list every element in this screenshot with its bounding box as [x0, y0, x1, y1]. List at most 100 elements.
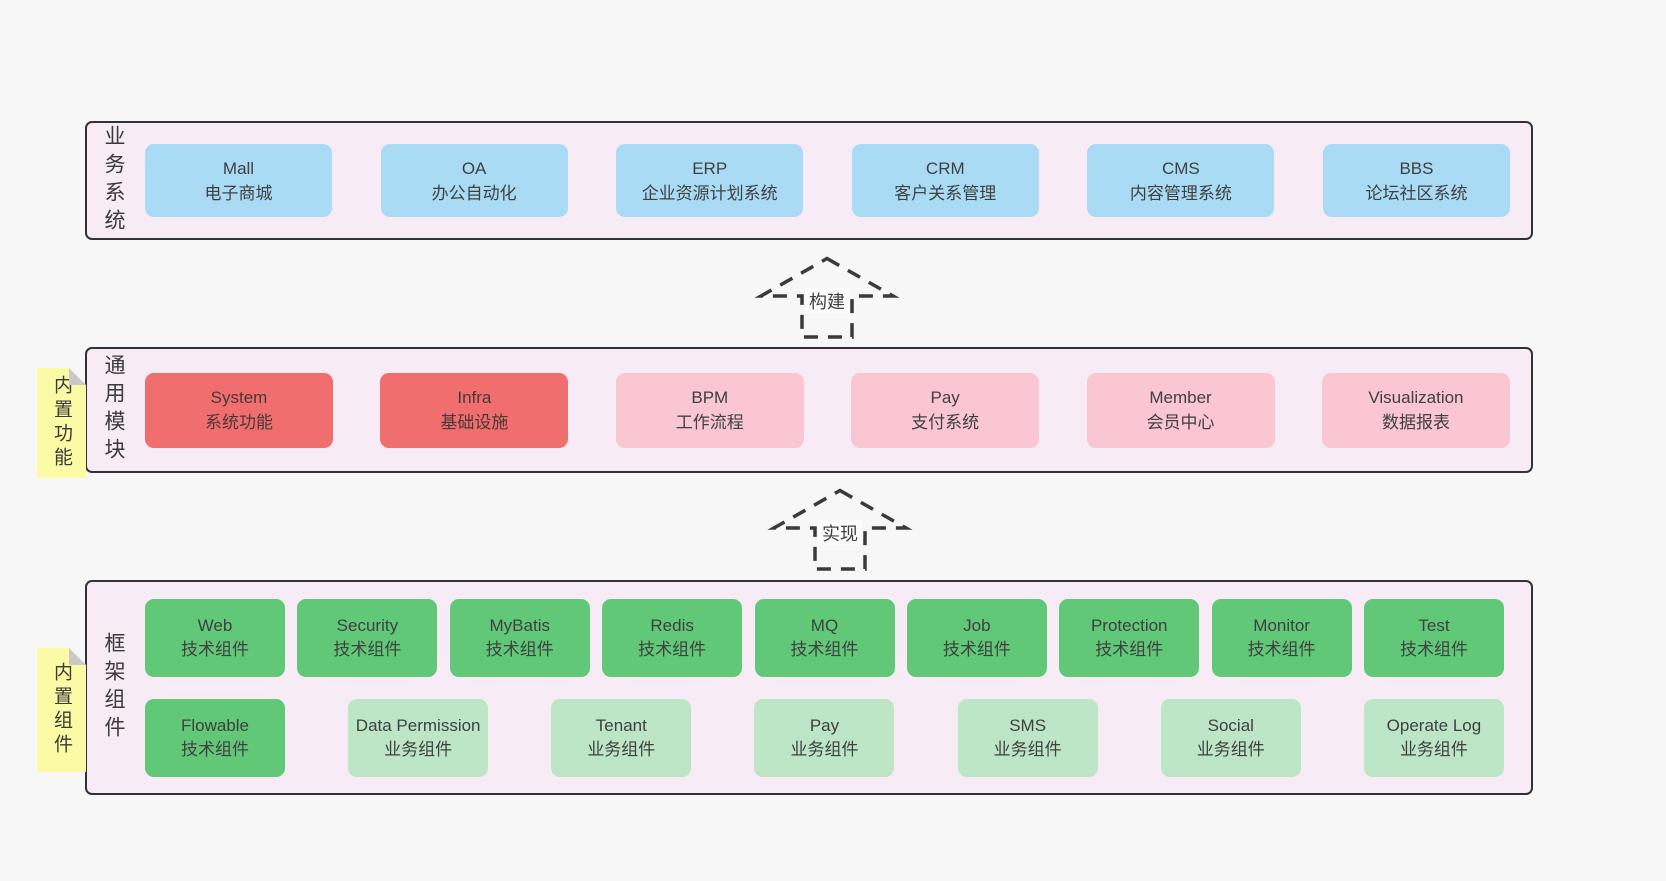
component-tile: MQ 技术组件 [754, 598, 895, 677]
tile-name: SMS [1009, 715, 1047, 735]
common-modules-tile-row: System 系统功能 Infra 基础设施 BPM 工作流程 Pay 支付系统 [145, 349, 1510, 471]
tile-desc: 技术组件 [942, 639, 1011, 659]
module-tile: CMS 内容管理系统 [1087, 144, 1275, 217]
tile-name: Protection [1090, 615, 1168, 635]
tile-name: Social [1207, 715, 1254, 735]
component-tile: Flowable 技术组件 [145, 698, 285, 777]
tile-desc: 会员中心 [1146, 413, 1215, 432]
module-tile: CRM 客户关系管理 [851, 144, 1039, 217]
component-tile: Monitor 技术组件 [1211, 598, 1352, 677]
tile-desc: 业务组件 [1399, 739, 1468, 759]
tile-name: Member [1149, 388, 1212, 407]
tile-desc: 业务组件 [384, 739, 453, 759]
tile-desc: 业务组件 [993, 739, 1062, 759]
implement-arrow-label: 实现 [818, 520, 862, 546]
tile-name: Pay [809, 715, 840, 735]
framework-components-tile-grid: Web 技术组件 Security 技术组件 MyBatis 技术组件 Redi… [145, 582, 1504, 793]
module-tile: Member 会员中心 [1086, 372, 1275, 448]
tile-name: Monitor [1253, 615, 1310, 635]
implement-arrow: 实现 [767, 488, 913, 572]
tile-desc: 业务组件 [587, 739, 656, 759]
build-arrow-label: 构建 [805, 288, 849, 314]
tile-name: Test [1418, 615, 1450, 635]
tile-name: System [210, 388, 268, 407]
tile-desc: 工作流程 [675, 413, 744, 432]
component-tile: Operate Log 业务组件 [1363, 698, 1504, 777]
component-tile: SMS 业务组件 [957, 698, 1098, 777]
component-tile: Security 技术组件 [297, 598, 438, 677]
section-framework-components: 框架组件 Web 技术组件 Security 技术组件 MyBatis 技术组件 [85, 580, 1533, 795]
sticky-note-builtin-components: 内置组件 [37, 648, 86, 772]
tile-desc: 基础设施 [440, 413, 509, 432]
module-tile: System 系统功能 [145, 372, 333, 448]
tile-name: ERP [692, 158, 728, 178]
component-tile: Data Permission 业务组件 [348, 698, 489, 777]
component-tile: Redis 技术组件 [602, 598, 743, 677]
component-tile: Social 业务组件 [1160, 698, 1301, 777]
build-arrow: 构建 [754, 256, 900, 340]
section-framework-components-label: 框架组件 [102, 631, 125, 744]
tile-desc: 技术组件 [181, 739, 249, 759]
tile-name: Redis [650, 615, 694, 635]
component-tile: Web 技术组件 [145, 598, 285, 677]
module-tile: OA 办公自动化 [380, 144, 568, 217]
tile-name: Tenant [595, 715, 647, 735]
module-tile: Pay 支付系统 [851, 372, 1040, 448]
tile-desc: 业务组件 [790, 739, 859, 759]
tile-desc: 支付系统 [911, 413, 980, 432]
up-arrow-icon [767, 488, 913, 571]
tile-name: Pay [930, 388, 960, 407]
component-tile: Protection 技术组件 [1059, 598, 1200, 677]
tile-desc: 技术组件 [1400, 639, 1468, 659]
section-common-modules: 通用模块 System 系统功能 Infra 基础设施 BPM 工作流程 [85, 347, 1533, 473]
tile-name: CMS [1161, 158, 1200, 178]
tile-name: CRM [925, 158, 965, 178]
tile-name: MyBatis [489, 615, 550, 635]
module-tile: Infra 基础设施 [380, 372, 569, 448]
tile-name: Infra [457, 388, 492, 407]
tile-desc: 企业资源计划系统 [641, 183, 778, 203]
tile-name: Flowable [180, 715, 250, 735]
tile-desc: 技术组件 [1247, 639, 1316, 659]
tile-name: Security [336, 615, 399, 635]
section-common-modules-label: 通用模块 [102, 354, 125, 466]
sticky-note-label: 内置组件 [51, 662, 72, 758]
component-tile: Tenant 业务组件 [551, 698, 692, 777]
component-tile: Job 技术组件 [906, 598, 1047, 677]
component-tile: Test 技术组件 [1364, 598, 1504, 677]
tile-name: Data Permission [355, 715, 481, 735]
sticky-note-builtin-features: 内置功能 [37, 368, 86, 478]
tile-desc: 技术组件 [638, 639, 707, 659]
tile-name: Operate Log [1386, 715, 1482, 735]
section-business-systems-label: 业务系统 [102, 124, 125, 237]
tile-desc: 办公自动化 [431, 183, 517, 203]
sticky-fold-icon [69, 368, 86, 385]
tile-name: BBS [1399, 158, 1434, 178]
tile-name: Job [963, 615, 991, 635]
tile-name: BPM [691, 388, 729, 407]
component-tile: Pay 业务组件 [754, 698, 895, 777]
tile-desc: 系统功能 [205, 413, 273, 432]
component-tile: MyBatis 技术组件 [449, 598, 590, 677]
tile-desc: 技术组件 [790, 639, 859, 659]
tile-desc: 客户关系管理 [894, 183, 997, 203]
tile-name: Mall [222, 158, 255, 178]
tile-desc: 内容管理系统 [1129, 183, 1232, 203]
business-systems-tile-row: Mall 电子商城 OA 办公自动化 ERP 企业资源计划系统 CRM 客户关系… [145, 123, 1510, 238]
tile-desc: 数据报表 [1381, 413, 1450, 432]
tile-desc: 技术组件 [333, 639, 402, 659]
tile-name: MQ [810, 615, 839, 635]
module-tile: BPM 工作流程 [615, 372, 804, 448]
tile-desc: 技术组件 [1095, 639, 1164, 659]
tile-desc: 技术组件 [181, 639, 249, 659]
tile-desc: 论坛社区系统 [1365, 183, 1468, 203]
module-tile: ERP 企业资源计划系统 [616, 144, 804, 217]
module-tile: Mall 电子商城 [145, 144, 332, 217]
module-tile: Visualization 数据报表 [1321, 372, 1510, 448]
tile-desc: 电子商城 [204, 183, 273, 203]
sticky-note-label: 内置功能 [51, 375, 72, 471]
up-arrow-icon [754, 256, 900, 339]
sticky-fold-icon [69, 648, 86, 665]
tile-name: OA [461, 158, 487, 178]
